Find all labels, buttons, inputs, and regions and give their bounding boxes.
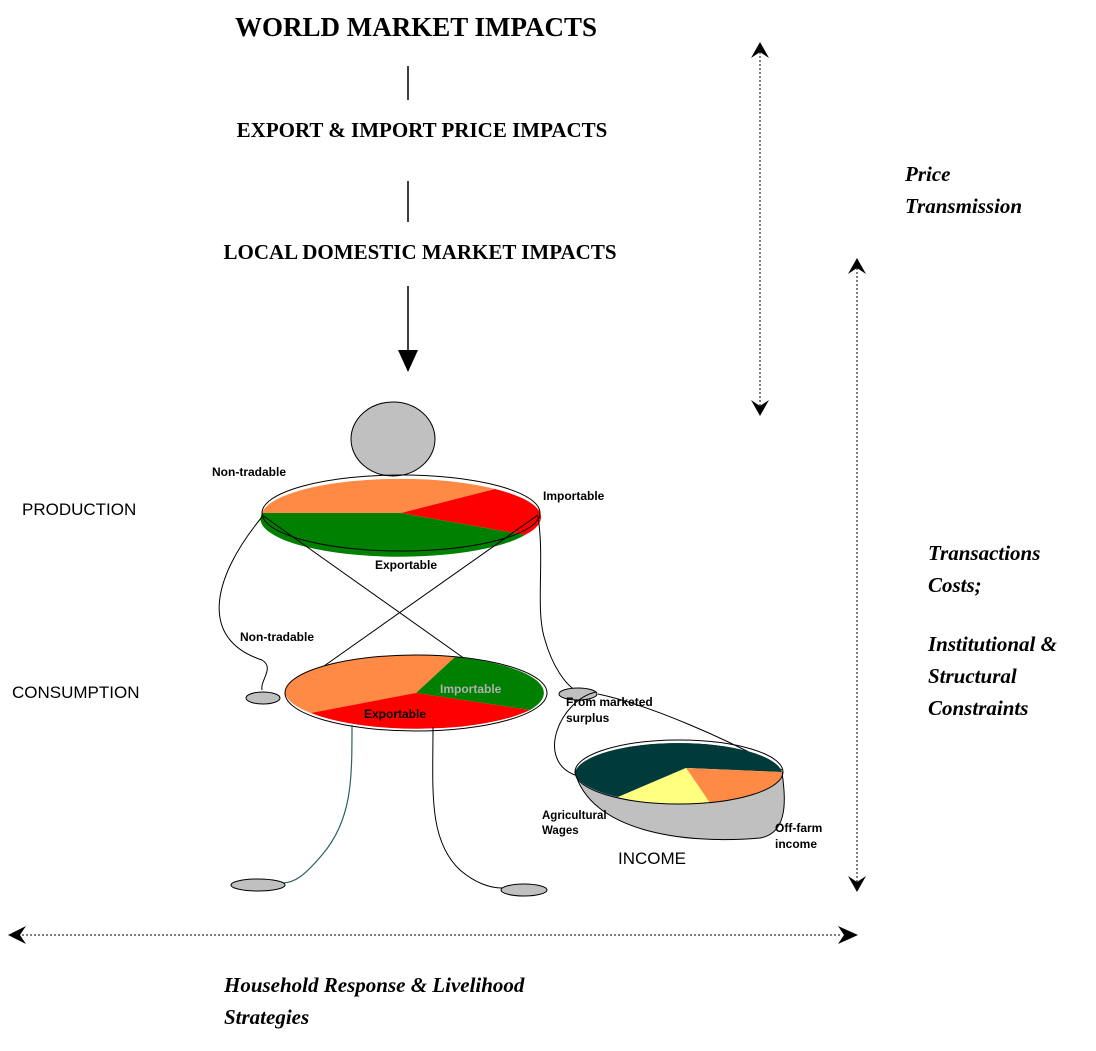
arrowhead-up bbox=[751, 42, 769, 58]
arrowhead-down bbox=[751, 400, 769, 416]
arrowhead-right bbox=[838, 926, 858, 944]
consumption-nontradable-lower bbox=[285, 693, 416, 713]
constraints-line: Institutional & bbox=[927, 632, 1058, 656]
consumption-label: CONSUMPTION bbox=[12, 683, 140, 702]
right-arm bbox=[537, 516, 579, 693]
production-label: PRODUCTION bbox=[22, 500, 136, 519]
constraints-line: Transactions bbox=[928, 541, 1040, 565]
consumption-exportable-label: Exportable bbox=[364, 707, 426, 721]
arrowhead-up bbox=[848, 258, 866, 274]
constraints-label: Transactions Costs; Institutional & Stru… bbox=[927, 541, 1062, 720]
right-leg bbox=[432, 726, 503, 889]
production-nontradable-slice bbox=[262, 478, 495, 513]
consumption-exportable-slice bbox=[311, 693, 530, 729]
title: WORLD MARKET IMPACTS bbox=[235, 12, 597, 42]
household-line: Strategies bbox=[224, 1005, 309, 1029]
constraints-line: Structural bbox=[928, 664, 1017, 688]
body-cross-line bbox=[289, 514, 539, 691]
price-transmission-label: Price Transmission bbox=[904, 162, 1022, 218]
income-wages-label: Agricultural Wages bbox=[542, 810, 610, 837]
production-importable-slice bbox=[401, 489, 542, 535]
income-surplus-label: From marketed surplus bbox=[566, 695, 656, 725]
price-transmission-line: Price bbox=[904, 162, 950, 186]
household-label: Household Response & Livelihood Strategi… bbox=[223, 973, 530, 1029]
production-exportable-slice bbox=[260, 513, 525, 557]
price-transmission-line: Transmission bbox=[905, 194, 1022, 218]
arrowhead-left bbox=[8, 926, 26, 944]
head bbox=[350, 401, 436, 477]
income-pie bbox=[574, 739, 785, 841]
production-pie bbox=[260, 474, 542, 557]
left-arm bbox=[218, 516, 268, 691]
arrowhead-down bbox=[848, 876, 866, 892]
household-line: Household Response & Livelihood bbox=[223, 973, 525, 997]
consumption-importable-label: Importable bbox=[440, 682, 502, 696]
production-nontradable-label: Non-tradable bbox=[212, 465, 286, 479]
local-market-heading: LOCAL DOMESTIC MARKET IMPACTS bbox=[223, 240, 616, 264]
income-offfarm-label: Off-farm income bbox=[775, 821, 826, 851]
consumption-importable-slice bbox=[416, 657, 544, 710]
down-arrowhead bbox=[398, 350, 418, 372]
income-surplus-main bbox=[575, 743, 782, 772]
income-surplus-left bbox=[575, 768, 686, 797]
consumption-pie bbox=[284, 654, 548, 732]
left-hand bbox=[245, 691, 281, 705]
right-hand bbox=[558, 687, 598, 701]
income-surplus-text: From marketed bbox=[566, 695, 653, 709]
consumption-nontradable-main bbox=[285, 655, 455, 693]
production-importable-label: Importable bbox=[543, 489, 605, 503]
constraints-line: Costs; bbox=[928, 573, 982, 597]
consumption-nontradable-label: Non-tradable bbox=[240, 630, 314, 644]
income-wages-slice bbox=[618, 768, 710, 805]
right-foot bbox=[500, 883, 548, 897]
production-exportable-label: Exportable bbox=[375, 558, 437, 572]
left-leg bbox=[281, 724, 353, 884]
trade-price-heading: EXPORT & IMPORT PRICE IMPACTS bbox=[237, 118, 608, 142]
income-offfarm-slice bbox=[686, 768, 783, 803]
left-foot bbox=[230, 878, 286, 892]
constraints-line: Constraints bbox=[928, 696, 1028, 720]
income-label: INCOME bbox=[618, 849, 686, 868]
